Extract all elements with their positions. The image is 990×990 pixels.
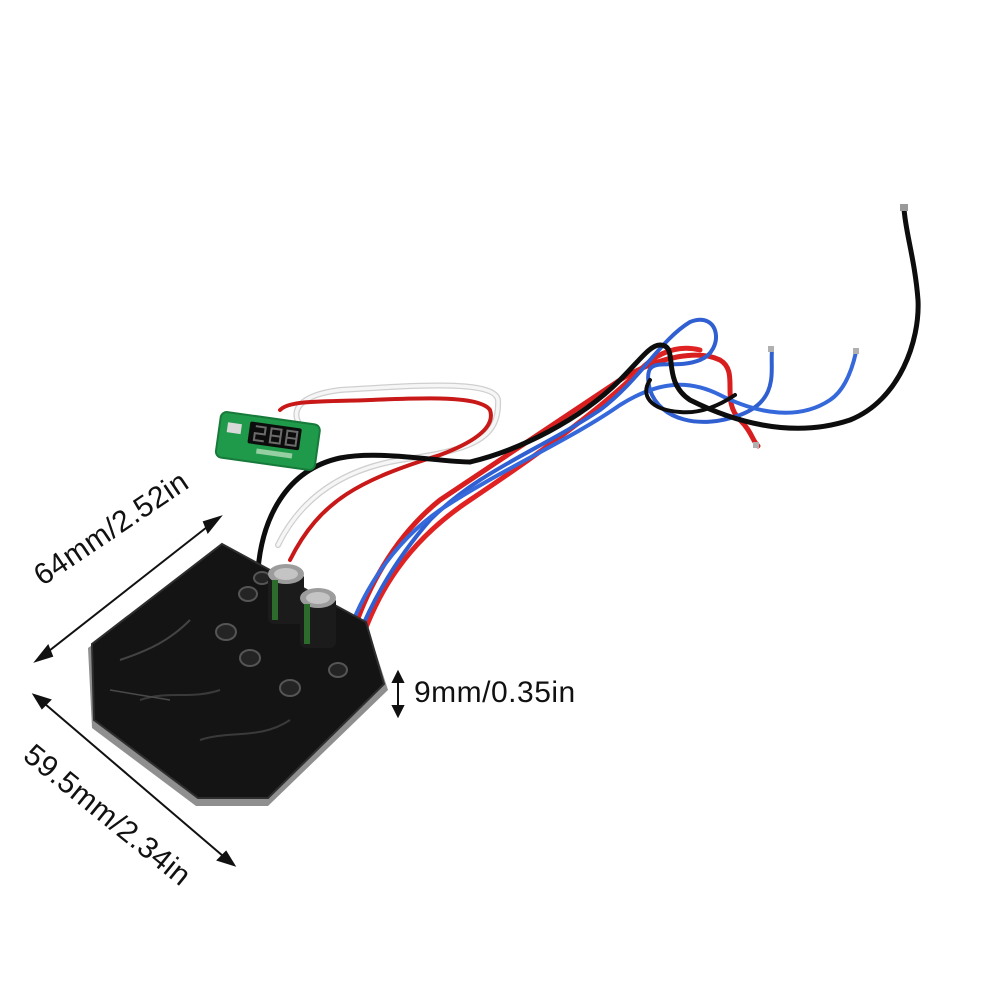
led-display-board <box>214 411 321 471</box>
blue-wire-main <box>346 317 774 667</box>
width-arrow <box>37 697 231 863</box>
red-wire-display <box>278 396 493 562</box>
wire-tip <box>900 204 908 211</box>
black-wire-main <box>467 205 921 465</box>
length-arrow <box>39 519 217 659</box>
capacitor <box>268 564 304 624</box>
capacitor <box>300 588 336 648</box>
mosfet-terminals <box>215 571 348 697</box>
black-wire-display <box>255 452 473 573</box>
controller-body <box>88 542 388 806</box>
height-dimension-label: 9mm/0.35in <box>414 676 576 709</box>
wire-bundle <box>255 204 921 667</box>
dimension-arrows <box>31 515 405 867</box>
